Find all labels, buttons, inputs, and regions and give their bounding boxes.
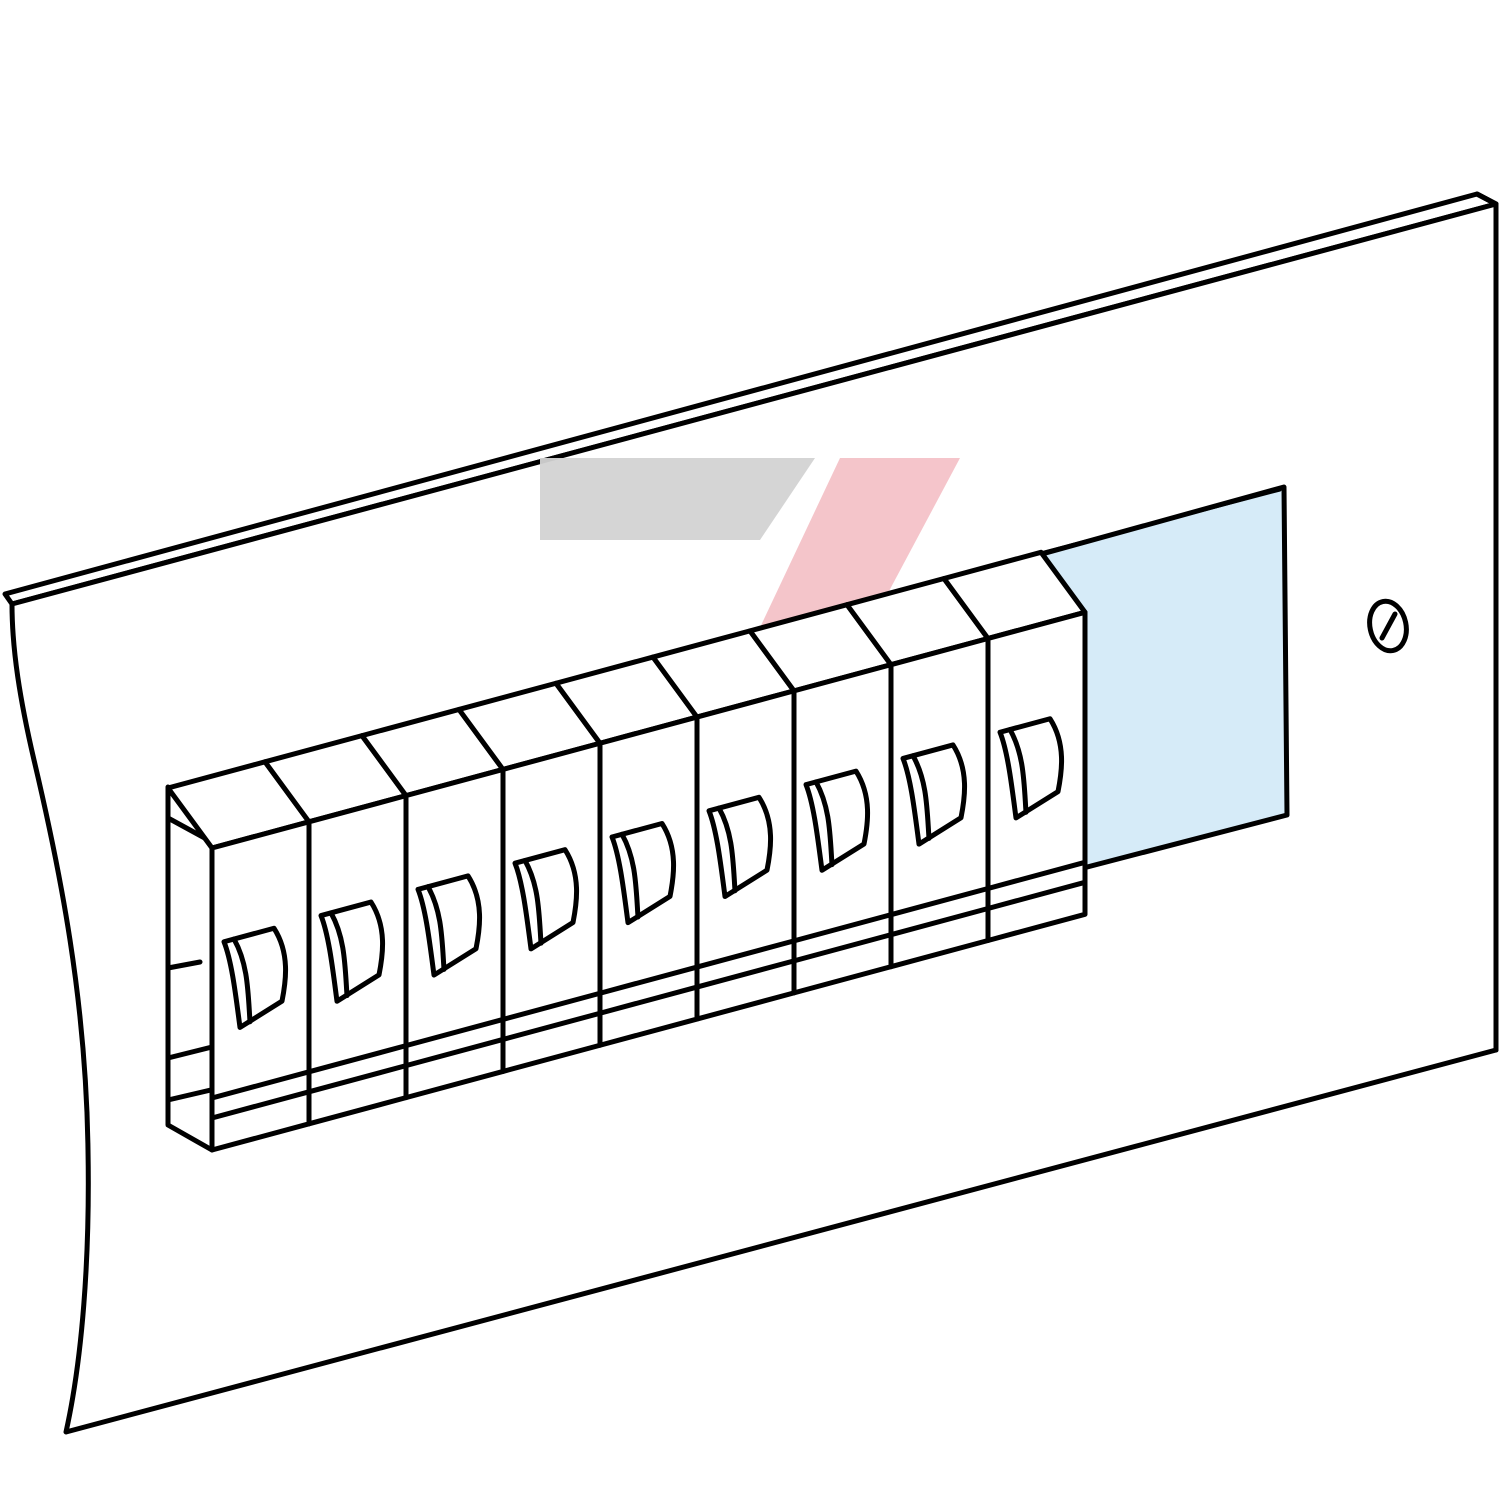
breaker-lever-edge: [910, 753, 932, 841]
breaker-4[interactable]: [456, 680, 603, 1074]
breaker-ledge-top: [694, 938, 797, 970]
breaker-row: [165, 549, 1088, 1153]
breaker-ledge-bottom: [403, 1036, 506, 1069]
breaker-ledge-bottom: [694, 958, 797, 990]
breaker-5[interactable]: [553, 654, 700, 1048]
breaker-9[interactable]: [941, 549, 1088, 943]
breaker-ledge-top: [403, 1016, 506, 1049]
breaker-ledge-bottom: [500, 1010, 603, 1042]
breaker-lever-edge: [425, 884, 447, 972]
breaker-ledge-bottom: [791, 932, 894, 964]
breaker-ledge-top: [500, 990, 603, 1022]
breaker-ledge-top: [985, 859, 1088, 891]
breaker-ledge-bottom: [209, 1089, 312, 1121]
breaker-7[interactable]: [747, 602, 894, 996]
breaker-lever-edge: [813, 779, 835, 868]
breaker-ledge-bottom: [985, 879, 1088, 911]
breaker-ledge-top: [209, 1069, 312, 1101]
breaker-row-left-details: [165, 815, 265, 1103]
breaker-lever-edge: [522, 857, 544, 946]
breaker-lever-edge: [619, 831, 641, 920]
breaker-ledge-bottom: [597, 984, 700, 1016]
breaker-ledge-top: [306, 1043, 409, 1075]
breaker-ledge-top: [791, 912, 894, 944]
breaker-lever-edge: [231, 936, 253, 1025]
breaker-ledge-bottom: [306, 1063, 409, 1095]
breaker-ledge-top: [597, 964, 700, 996]
breaker-lever-edge: [328, 910, 350, 999]
breaker-2[interactable]: [262, 733, 409, 1127]
breaker-lever-edge: [716, 805, 738, 894]
breaker-ledge-bottom: [888, 905, 991, 938]
breaker-6[interactable]: [650, 628, 797, 1022]
breaker-ledge-top: [888, 885, 991, 918]
breaker-lever-edge: [1007, 727, 1029, 815]
breaker-8[interactable]: [844, 575, 991, 970]
screw-icon: [1367, 598, 1409, 654]
